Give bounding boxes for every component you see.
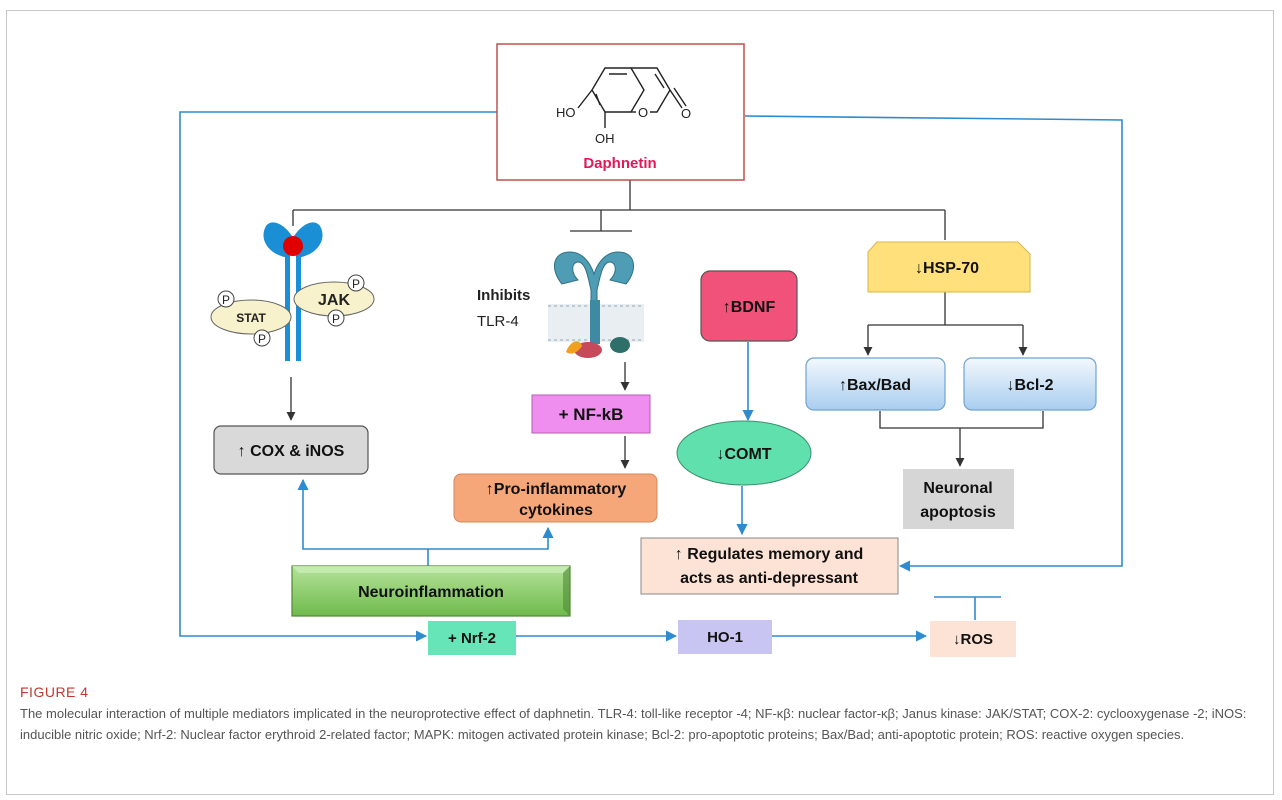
svg-text:+ NF-kB: + NF-kB xyxy=(559,405,624,424)
svg-text:Neuronal: Neuronal xyxy=(923,480,992,497)
node-cox-inos: ↑ COX & iNOS xyxy=(213,425,369,475)
phospho-label-2: P xyxy=(258,332,266,346)
pathway-diagram: HO OH O O Daphnetin STAT JAK P P P P xyxy=(179,43,1123,657)
jak-label: JAK xyxy=(318,292,350,309)
blue-connector-lines xyxy=(179,111,1123,642)
arrow-neuro-to-cox xyxy=(297,478,429,566)
adaptor-green xyxy=(610,337,630,353)
figure-caption-text: The molecular interaction of multiple me… xyxy=(20,706,1247,742)
node-neuronal-apoptosis: Neuronal apoptosis xyxy=(903,469,1014,529)
phospho-groups xyxy=(217,274,365,347)
phospho-label-4: P xyxy=(332,312,340,326)
node-nfkb: + NF-kB xyxy=(531,394,651,434)
node-ho1: HO-1 xyxy=(678,620,772,654)
hydroxyl-ho-label: HO xyxy=(556,105,576,120)
adaptor-orange xyxy=(566,341,582,354)
node-memory: ↑ Regulates memory and acts as anti-depr… xyxy=(640,537,899,595)
svg-text:↓ROS: ↓ROS xyxy=(953,631,993,648)
receptor-stalk-right xyxy=(296,255,301,361)
svg-text:↑BDNF: ↑BDNF xyxy=(723,299,776,316)
tlr4-receptor: Inhibits TLR-4 xyxy=(477,251,644,358)
node-ros: ↓ROS xyxy=(930,621,1016,657)
tlr4-name-label: TLR-4 xyxy=(477,313,519,330)
svg-text:↑ COX & iNOS: ↑ COX & iNOS xyxy=(238,443,345,460)
tlr4-transmembrane xyxy=(590,300,600,344)
hydroxyl-oh-label: OH xyxy=(595,131,615,146)
node-neuroinflammation: Neuroinflammation xyxy=(291,565,571,617)
receptor-stalk-left xyxy=(285,255,290,361)
daphnetin-label: Daphnetin xyxy=(583,155,656,172)
carbonyl-oxygen-label: O xyxy=(681,106,691,121)
node-hsp70: ↓HSP-70 xyxy=(867,241,1031,293)
tlr4-ectodomain xyxy=(554,251,634,341)
jak-stat-receptor: STAT JAK P P P P xyxy=(210,222,375,361)
node-nrf2: + Nrf-2 xyxy=(428,621,516,655)
ring-oxygen-label: O xyxy=(638,105,648,120)
svg-text:↓COMT: ↓COMT xyxy=(716,446,771,463)
stat-label: STAT xyxy=(236,311,266,325)
node-bcl2: ↓Bcl-2 xyxy=(963,357,1097,411)
arrow-daphnetin-to-memory xyxy=(744,115,1123,572)
svg-text:↑Pro-inflammatory: ↑Pro-inflammatory xyxy=(486,481,627,498)
svg-text:↑ Regulates memory and: ↑ Regulates memory and xyxy=(675,546,864,563)
node-comt: ↓COMT xyxy=(676,420,812,486)
svg-text:cytokines: cytokines xyxy=(519,502,593,519)
merge-baxbad-bcl2 xyxy=(879,411,1044,429)
arrow-neuro-to-cytokines xyxy=(428,526,554,550)
arrow-daphnetin-to-nrf2 xyxy=(179,111,497,642)
svg-text:↑Bax/Bad: ↑Bax/Bad xyxy=(839,377,911,394)
dark-connector-lines xyxy=(286,180,1044,469)
daphnetin-structure xyxy=(577,67,687,128)
figure-frame xyxy=(6,10,1274,795)
svg-text:+ Nrf-2: + Nrf-2 xyxy=(448,630,496,647)
node-bax-bad: ↑Bax/Bad xyxy=(805,357,946,411)
svg-text:Neuroinflammation: Neuroinflammation xyxy=(358,584,504,601)
node-cytokines: ↑Pro-inflammatory cytokines xyxy=(453,473,658,523)
svg-text:apoptosis: apoptosis xyxy=(920,504,996,521)
svg-text:↓Bcl-2: ↓Bcl-2 xyxy=(1006,377,1053,394)
svg-text:acts as anti-depressant: acts as anti-depressant xyxy=(680,570,859,587)
figure-caption-title: FIGURE 4 xyxy=(20,684,89,700)
ligand-red-dot xyxy=(283,236,303,256)
svg-text:↓HSP-70: ↓HSP-70 xyxy=(915,260,979,277)
daphnetin-compound: HO OH O O Daphnetin xyxy=(496,43,745,181)
svg-text:HO-1: HO-1 xyxy=(707,629,743,646)
phospho-label-1: P xyxy=(222,293,230,307)
phospho-label-3: P xyxy=(352,277,360,291)
tlr4-inhibits-label: Inhibits xyxy=(477,287,530,304)
stat-ellipse xyxy=(210,299,292,335)
node-bdnf: ↑BDNF xyxy=(700,270,798,342)
